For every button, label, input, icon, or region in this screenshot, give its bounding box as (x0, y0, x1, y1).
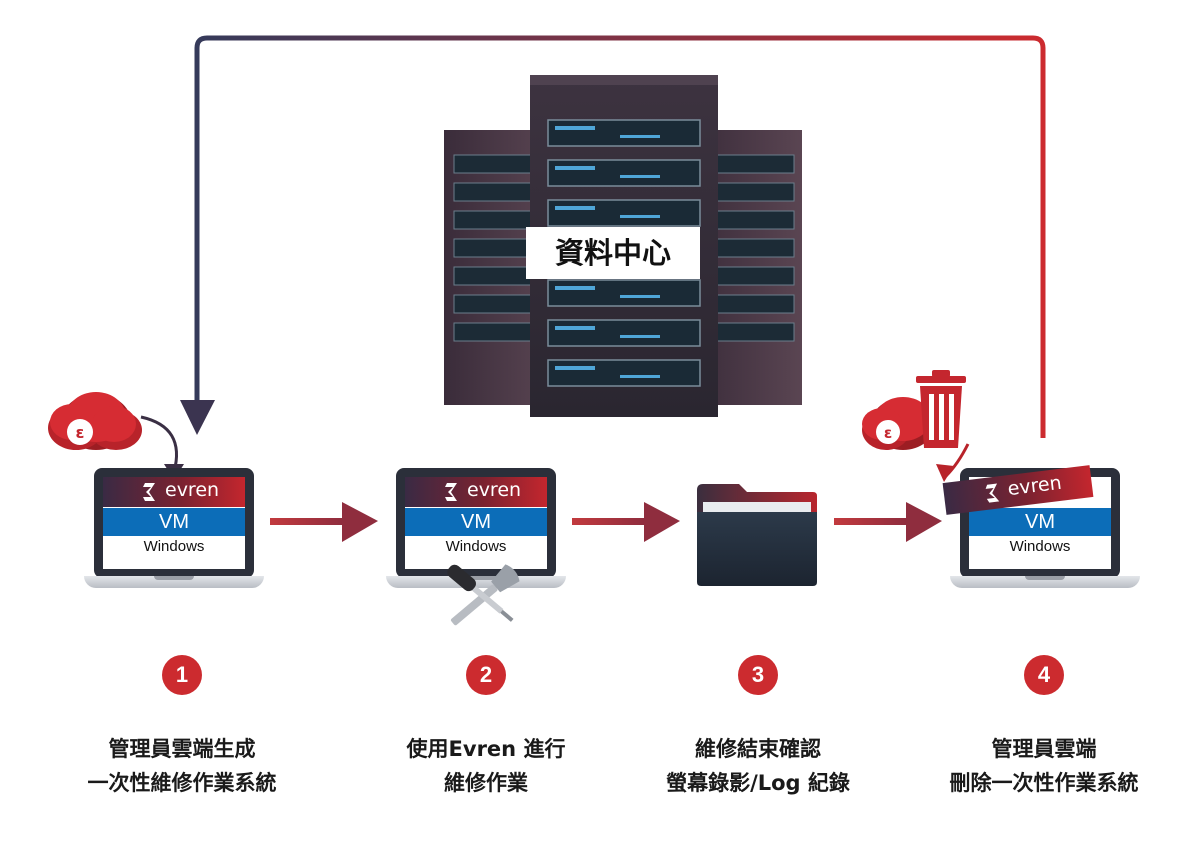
vm-label: VM (405, 508, 547, 536)
vm-label: VM (969, 508, 1111, 536)
step-4-label: 管理員雲端 刪除一次性作業系統 (904, 732, 1184, 800)
evren-logo-icon (985, 483, 1000, 503)
laptop-icon: evren VM Windows (94, 468, 254, 578)
step-2-line2: 維修作業 (444, 771, 528, 795)
arrow-icon (270, 502, 378, 542)
brand-label: evren (1006, 471, 1063, 501)
step-1-label: 管理員雲端生成 一次性維修作業系統 (42, 732, 322, 800)
laptop-notch (154, 576, 194, 580)
arrow-icon (572, 502, 680, 542)
step-1-number: 1 (162, 655, 202, 695)
step-3-number: 3 (738, 655, 778, 695)
return-loop-arrowhead (180, 400, 215, 435)
laptop-notch (1025, 576, 1065, 580)
brand-label: evren (165, 479, 220, 501)
step-2-number: 2 (466, 655, 506, 695)
vm-label: VM (103, 508, 245, 536)
trash-icon: ε (862, 370, 970, 482)
laptop-icon: VM Windows (960, 468, 1120, 578)
svg-text:ε: ε (884, 424, 892, 442)
step-4-line2: 刪除一次性作業系統 (949, 771, 1139, 795)
laptop-base (950, 576, 1140, 588)
laptop-icon: evren VM Windows (396, 468, 556, 578)
step-3-line2: 螢幕錄影/Log 紀錄 (666, 771, 850, 795)
os-label: Windows (143, 538, 205, 555)
evren-bar-lifted: evren (942, 465, 1094, 515)
step-2-label: 使用Evren 進行 維修作業 (346, 732, 626, 800)
step-4-line1: 管理員雲端 (991, 737, 1097, 761)
step-2-line1: 使用Evren 進行 (406, 737, 566, 761)
os-label: Windows (1009, 538, 1071, 555)
evren-logo-icon (445, 483, 457, 501)
step-1-line1: 管理員雲端生成 (108, 737, 256, 761)
laptop-base (84, 576, 264, 588)
evren-logo-icon (143, 483, 155, 501)
arrow-icon (834, 502, 942, 542)
step-3-line1: 維修結束確認 (695, 737, 821, 761)
os-label: Windows (445, 538, 507, 555)
laptop-notch (456, 576, 496, 580)
step-1-line2: 一次性維修作業系統 (87, 771, 277, 795)
data-center-label: 資料中心 (526, 227, 700, 279)
step-4-number: 4 (1024, 655, 1064, 695)
folder-icon (697, 484, 817, 586)
svg-text:ε: ε (76, 423, 85, 442)
laptop-base (386, 576, 566, 588)
cloud-icon: ε (48, 392, 184, 480)
tools-icon (447, 564, 520, 626)
brand-label: evren (467, 479, 522, 501)
step-3-label: 維修結束確認 螢幕錄影/Log 紀錄 (618, 732, 898, 800)
return-loop-line (194, 35, 1046, 438)
